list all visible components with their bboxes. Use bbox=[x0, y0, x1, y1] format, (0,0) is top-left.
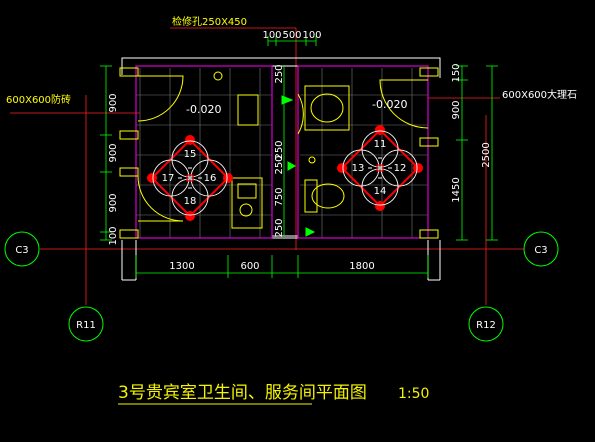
right-pattern-corner-dot bbox=[413, 163, 423, 173]
dim-right-3: 1450 bbox=[451, 177, 462, 202]
left-pattern-petal-arc bbox=[171, 178, 209, 216]
dim-top-2: 500 bbox=[282, 30, 301, 41]
drawing-title: 3号贵宾室卫生间、服务间平面图 bbox=[118, 383, 367, 403]
right-level-label: -0.020 bbox=[372, 98, 407, 111]
right-pattern-center bbox=[376, 164, 384, 172]
bubble-c3-left bbox=[4, 231, 40, 267]
right-pattern-corner-dot bbox=[337, 163, 347, 173]
drawing-scale: 1:50 bbox=[398, 386, 429, 402]
counter-left bbox=[237, 94, 259, 126]
left-bottom-door bbox=[137, 175, 184, 222]
right-pattern-petal-arc bbox=[361, 130, 399, 168]
right-pattern-number: 14 bbox=[374, 186, 387, 197]
dim-bottom-2: 600 bbox=[240, 261, 259, 272]
left-pattern-petal-arc bbox=[171, 140, 209, 178]
basin-bowl bbox=[310, 93, 344, 123]
dimension-lines bbox=[100, 36, 498, 278]
bubble-r12 bbox=[468, 306, 504, 342]
right-pattern-petal-arc bbox=[361, 168, 399, 206]
dim-left-4: 100 bbox=[108, 226, 119, 245]
dim-right-2: 900 bbox=[451, 100, 462, 119]
dimension-texts: 100 500 100 1300 600 1800 900 900 900 10… bbox=[108, 30, 492, 272]
left-pattern-petal-arc bbox=[152, 159, 190, 197]
arrow-right-2 bbox=[305, 227, 316, 237]
right-pattern-number: 11 bbox=[374, 139, 387, 150]
dim-left-3: 900 bbox=[108, 193, 119, 212]
dim-bottom-1: 1300 bbox=[169, 261, 194, 272]
grid-label-r11: R11 bbox=[76, 320, 96, 331]
partitions bbox=[135, 65, 429, 239]
doors bbox=[137, 75, 429, 222]
left-pattern-number: 18 bbox=[184, 196, 197, 207]
right-pattern-petal-arc bbox=[342, 149, 380, 187]
dim-left-1: 900 bbox=[108, 93, 119, 112]
dim-mid-2: 250 bbox=[274, 140, 285, 159]
access-panel-label: 检修孔250X450 bbox=[172, 15, 247, 28]
floor-drain-right bbox=[308, 156, 316, 164]
left-pattern-corner-dot bbox=[147, 173, 157, 183]
sink-basin bbox=[237, 183, 257, 199]
dim-mid-1: 250 bbox=[274, 64, 285, 83]
left-pattern-petal-arc bbox=[190, 159, 228, 197]
left-pattern-number: 15 bbox=[184, 149, 197, 160]
dim-bottom-3: 1800 bbox=[349, 261, 374, 272]
basin-right bbox=[304, 85, 350, 131]
right-pattern-petal-arc bbox=[380, 149, 418, 187]
toilet-bowl bbox=[311, 183, 345, 209]
left-pattern-number: 16 bbox=[204, 173, 217, 184]
right-pattern-number: 12 bbox=[394, 163, 407, 174]
toilet-tank bbox=[304, 179, 318, 213]
partition-door bbox=[297, 93, 304, 135]
right-pattern-corner-dot bbox=[375, 201, 385, 211]
dim-top-1: 100 bbox=[262, 30, 281, 41]
symbols bbox=[281, 95, 316, 237]
bubble-r11 bbox=[68, 306, 104, 342]
title-block: 3号贵宾室卫生间、服务间平面图 1:50 bbox=[118, 383, 429, 405]
grid-axes bbox=[10, 27, 525, 305]
floor-drain-left bbox=[213, 71, 223, 81]
right-pattern-number: 13 bbox=[352, 163, 365, 174]
right-tile-label: 600X600大理石 bbox=[502, 88, 577, 101]
left-pattern-corner-dot bbox=[223, 173, 233, 183]
dim-right-total: 2500 bbox=[481, 142, 492, 167]
grid-bubbles: C3 C3 R11 R12 bbox=[4, 231, 559, 342]
annotations: 检修孔250X450 600X600防砖 600X600大理石 -0.020 -… bbox=[6, 15, 577, 116]
dim-mid-3: 250 bbox=[274, 155, 285, 174]
grid-label-c3-left: C3 bbox=[15, 245, 28, 256]
sink-cabinet bbox=[231, 177, 263, 229]
left-pattern-number: 17 bbox=[162, 173, 175, 184]
left-top-door bbox=[137, 75, 184, 122]
dim-mid-5: 250 bbox=[274, 218, 285, 237]
left-level-label: -0.020 bbox=[186, 103, 221, 116]
left-wall-openings bbox=[119, 67, 439, 239]
bubble-c3-right bbox=[523, 231, 559, 267]
arrow-right-1 bbox=[281, 95, 294, 105]
tile-pattern-right: 11 12 14 13 bbox=[337, 125, 423, 211]
arrow-right-3 bbox=[287, 161, 297, 171]
tile-pattern-left: 15 16 18 17 bbox=[147, 135, 233, 221]
fixtures bbox=[213, 71, 350, 229]
left-tile-label: 600X600防砖 bbox=[6, 93, 71, 106]
sink-drain bbox=[239, 203, 253, 217]
dim-mid-4: 750 bbox=[274, 187, 285, 206]
dim-right-1: 150 bbox=[451, 63, 462, 82]
dim-top-3: 100 bbox=[302, 30, 321, 41]
left-pattern-corner-dot bbox=[185, 211, 195, 221]
right-pattern-corner-dot bbox=[375, 125, 385, 135]
left-pattern-center bbox=[186, 174, 194, 182]
grid-label-c3-right: C3 bbox=[534, 245, 547, 256]
right-top-door bbox=[379, 79, 429, 129]
left-pattern-corner-dot bbox=[185, 135, 195, 145]
grid-label-r12: R12 bbox=[476, 320, 496, 331]
dim-left-2: 900 bbox=[108, 143, 119, 162]
